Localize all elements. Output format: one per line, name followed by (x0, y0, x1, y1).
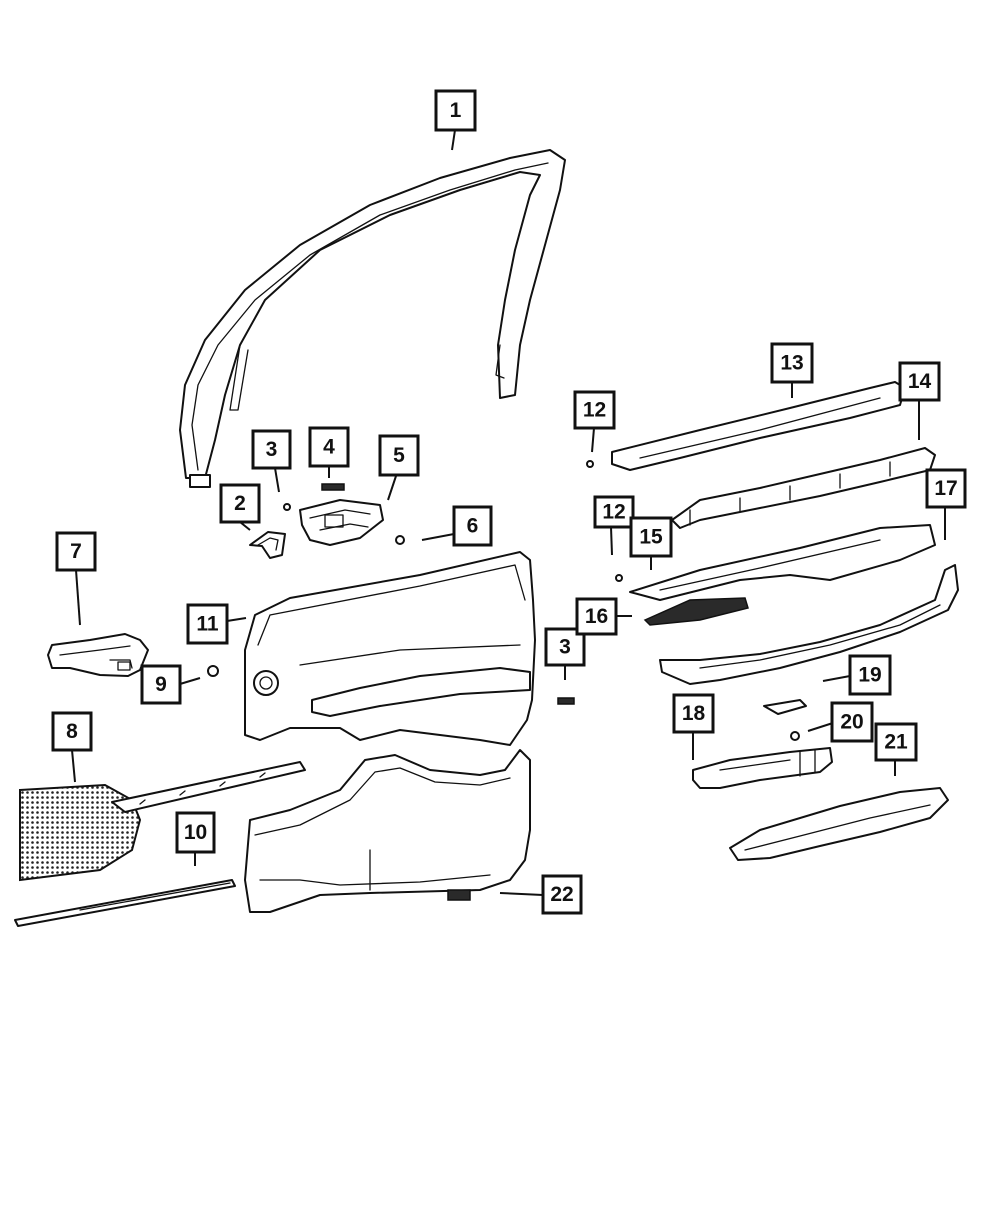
callout-16-label: 16 (585, 605, 608, 628)
callout-8: 8 (51, 711, 93, 752)
armrest-bracket (692, 747, 833, 789)
callout-11-label: 11 (196, 613, 219, 636)
callout-1: 1 (434, 89, 477, 132)
callout-19: 19 (848, 654, 892, 696)
callout-21-label: 21 (884, 731, 908, 754)
callout-9-label: 9 (155, 673, 167, 696)
callout-12a: 12 (573, 390, 616, 430)
door-frame-trim (179, 149, 566, 488)
callout-3a-label: 3 (266, 438, 278, 461)
callout-14-label: 14 (908, 370, 932, 393)
lower-strip (14, 879, 236, 927)
callout-7-label: 7 (70, 540, 82, 563)
leader-lines (71, 129, 946, 896)
callout-3b-label: 3 (559, 636, 571, 659)
callout-18: 18 (672, 693, 715, 734)
callout-20-label: 20 (840, 711, 863, 734)
callout-8-label: 8 (66, 720, 78, 743)
callout-12b: 12 (593, 495, 635, 529)
callout-6-label: 6 (467, 515, 479, 538)
callout-15: 15 (629, 516, 673, 558)
callout-17: 17 (925, 468, 967, 509)
callout-6: 6 (452, 505, 493, 547)
callout-16: 16 (575, 597, 618, 636)
handle-bezel (249, 531, 286, 559)
callout-5-label: 5 (393, 444, 405, 467)
callout-20: 20 (830, 701, 874, 743)
callout-11: 11 (186, 603, 229, 645)
mesh-panel (19, 761, 306, 882)
push-pin-fastener (207, 665, 219, 677)
callout-13: 13 (770, 342, 814, 384)
callout-22-label: 22 (550, 883, 573, 906)
inside-handle-assembly (299, 499, 384, 546)
clip-upper (283, 503, 291, 511)
callout-18-label: 18 (682, 702, 706, 725)
callout-4: 4 (308, 426, 350, 468)
callout-2: 2 (219, 483, 261, 524)
small-switch (321, 483, 345, 491)
screw-20 (790, 731, 800, 741)
callout-22: 22 (541, 874, 583, 915)
screw (395, 535, 405, 545)
door-trim-panel (244, 551, 536, 913)
callout-12a-label: 12 (583, 399, 606, 422)
callout-21: 21 (874, 722, 918, 762)
dark-pad (643, 597, 749, 626)
armrest-top-pad (629, 524, 936, 601)
upper-retainer-rail (671, 447, 936, 529)
clip-lower (557, 697, 575, 705)
clip-12-lower (615, 574, 623, 582)
clip-12-upper (586, 460, 594, 468)
callout-7: 7 (55, 531, 97, 572)
armrest-cover (729, 787, 949, 861)
callout-9: 9 (140, 664, 182, 705)
callout-10-label: 10 (184, 821, 207, 844)
upper-trim-cap (611, 381, 906, 471)
callout-19-label: 19 (858, 664, 881, 687)
bottom-clip (447, 889, 471, 901)
callout-13-label: 13 (780, 352, 803, 375)
callout-15-label: 15 (639, 526, 663, 549)
callout-3a: 3 (251, 429, 292, 470)
callout-12b-label: 12 (602, 501, 625, 524)
switch-bezel (763, 699, 807, 715)
pull-bracket (47, 633, 149, 677)
callout-14: 14 (898, 361, 941, 402)
lower-retainer-rail (659, 564, 959, 685)
callout-5: 5 (378, 434, 420, 477)
callout-17-label: 17 (934, 477, 957, 500)
callout-4-label: 4 (323, 436, 335, 459)
callout-10: 10 (175, 811, 216, 854)
callout-2-label: 2 (234, 492, 246, 515)
callout-1-label: 1 (450, 99, 462, 122)
